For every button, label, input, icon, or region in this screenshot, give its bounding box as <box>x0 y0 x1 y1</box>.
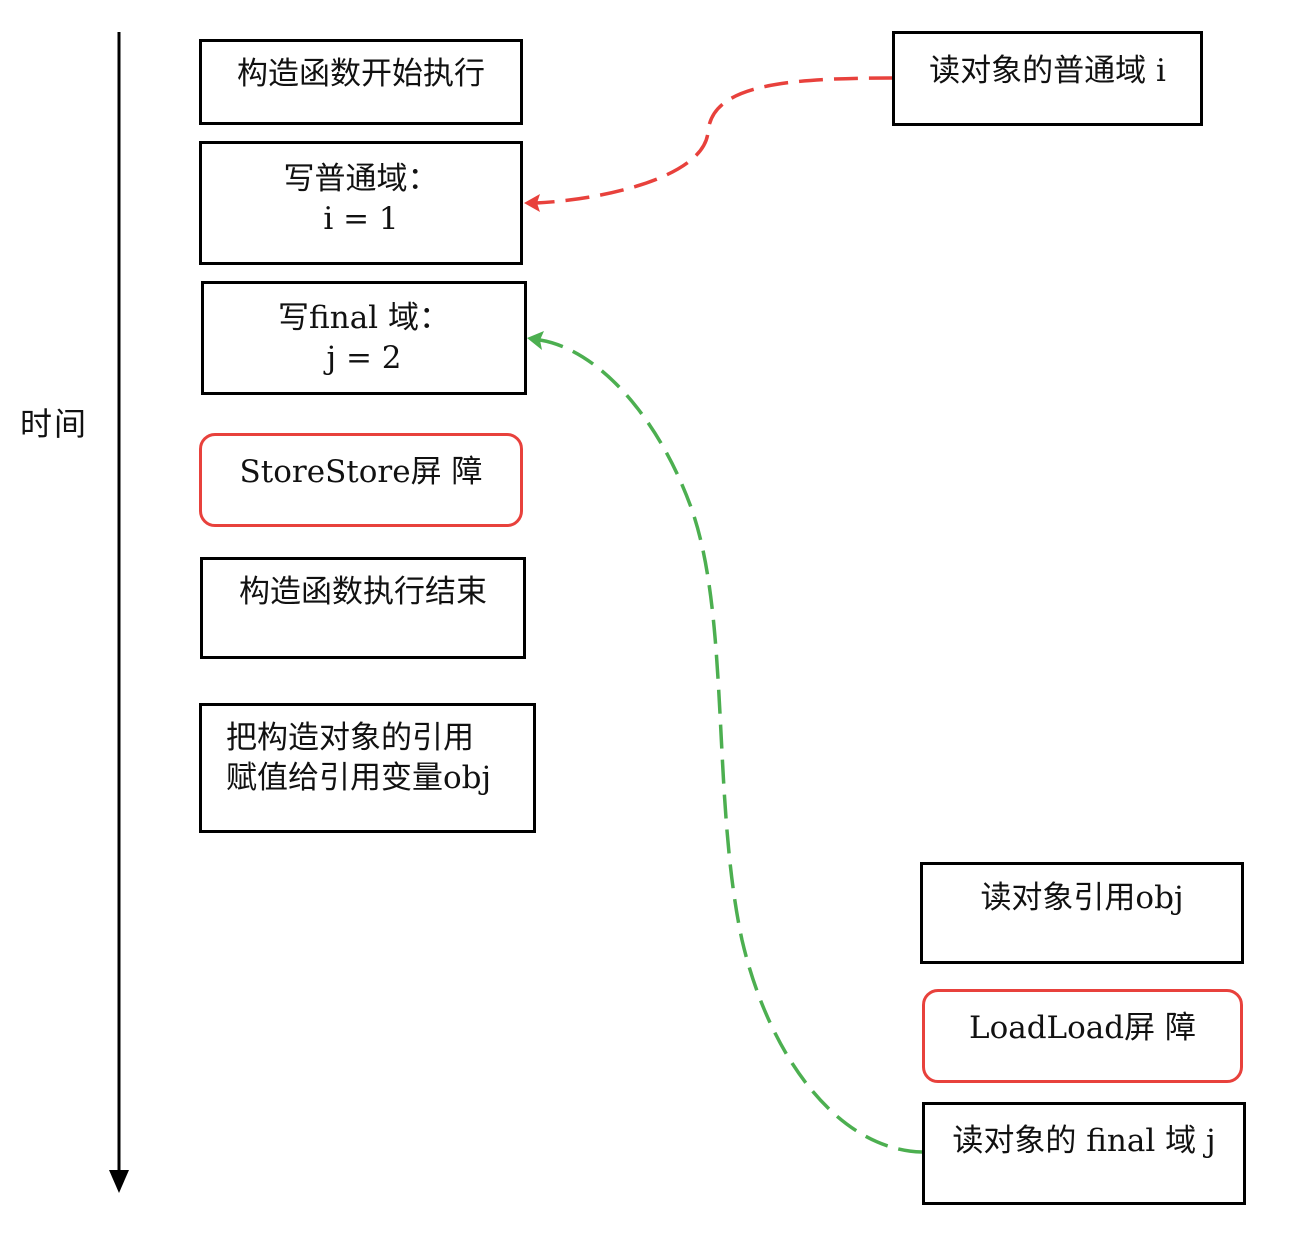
read-normal-field-arrowhead <box>524 194 540 212</box>
step-text: 写普通域： <box>283 161 439 197</box>
step-text: 读对象引用obj <box>980 880 1184 916</box>
time-axis-label: 时间 <box>20 405 89 443</box>
step-text: i = 1 <box>323 201 399 237</box>
step-constructor-end: 构造函数执行结束 <box>200 557 526 659</box>
step-read-final-field: 读对象的 final 域 j <box>922 1102 1246 1205</box>
step-text: 赋值给引用变量obj <box>226 760 492 796</box>
step-text: 构造函数开始执行 <box>237 56 485 92</box>
step-write-normal-field: 写普通域： i = 1 <box>199 141 523 265</box>
read-final-field-arrow <box>539 338 923 1154</box>
loadload-barrier: LoadLoad屏 障 <box>922 989 1243 1083</box>
barrier-text: LoadLoad屏 障 <box>968 1010 1196 1046</box>
step-assign-reference: 把构造对象的引用 赋值给引用变量obj <box>199 703 536 833</box>
step-text: 构造函数执行结束 <box>239 574 487 610</box>
step-text: 写final 域： <box>278 300 450 336</box>
step-read-normal-field: 读对象的普通域 i <box>892 31 1203 126</box>
step-text: 读对象的 final 域 j <box>952 1123 1216 1159</box>
time-axis-arrowhead <box>109 1170 129 1193</box>
step-constructor-start: 构造函数开始执行 <box>199 39 523 125</box>
barrier-text: StoreStore屏 障 <box>239 454 483 490</box>
storestore-barrier: StoreStore屏 障 <box>199 433 523 527</box>
step-text: 把构造对象的引用 <box>226 720 474 756</box>
step-write-final-field: 写final 域： j = 2 <box>201 281 527 395</box>
step-read-reference: 读对象引用obj <box>920 862 1244 964</box>
step-text: j = 2 <box>326 340 402 376</box>
step-text: 读对象的普通域 i <box>929 53 1166 89</box>
read-final-field-arrowhead <box>527 331 544 350</box>
read-normal-field-arrow <box>535 76 894 205</box>
